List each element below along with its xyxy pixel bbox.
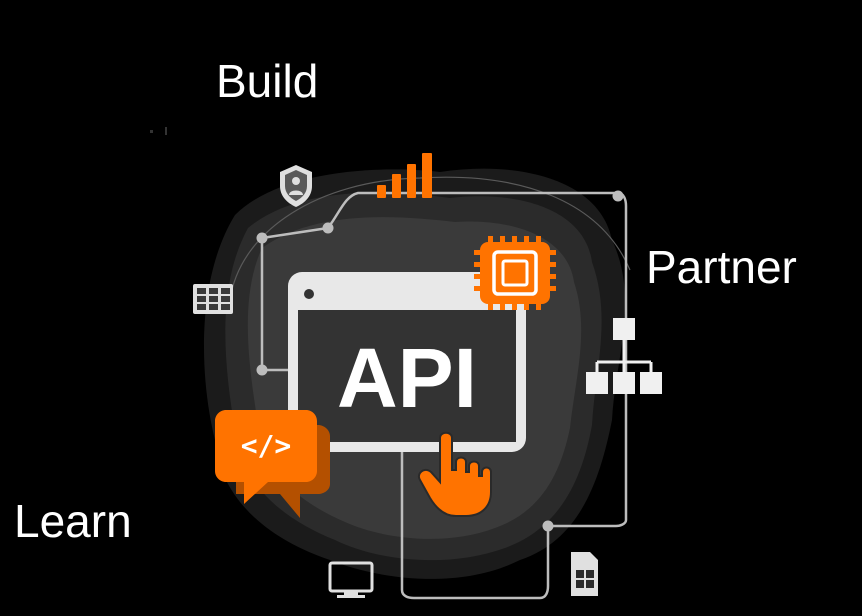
circuit-nodes — [256, 190, 624, 532]
sim-card-icon — [571, 552, 598, 596]
circuit-node — [256, 364, 268, 376]
code-symbol: </> — [241, 429, 292, 462]
decorative-marks — [150, 127, 167, 135]
hierarchy-icon — [586, 318, 662, 394]
code-bubble-icon: </> — [215, 410, 330, 518]
signal-bars-icon — [377, 153, 432, 198]
circuit-node — [256, 232, 268, 244]
window-dot — [304, 289, 314, 299]
shield-user-icon — [280, 165, 312, 207]
api-text: API — [337, 331, 477, 425]
partner-label: Partner — [646, 241, 797, 293]
circuit-line-top — [260, 191, 628, 528]
circuit-node — [542, 520, 554, 532]
learn-label: Learn — [14, 495, 132, 547]
build-label: Build — [216, 55, 319, 107]
window-screen — [298, 310, 516, 442]
circuit-node — [612, 190, 624, 202]
circuit-node — [322, 222, 334, 234]
server-rack-icon — [193, 284, 233, 314]
monitor-icon — [328, 561, 374, 598]
pointer-hand-icon — [418, 431, 492, 517]
api-window: API — [288, 272, 526, 452]
cpu-chip-icon — [474, 236, 556, 310]
circuit-line-bottom — [400, 448, 550, 600]
